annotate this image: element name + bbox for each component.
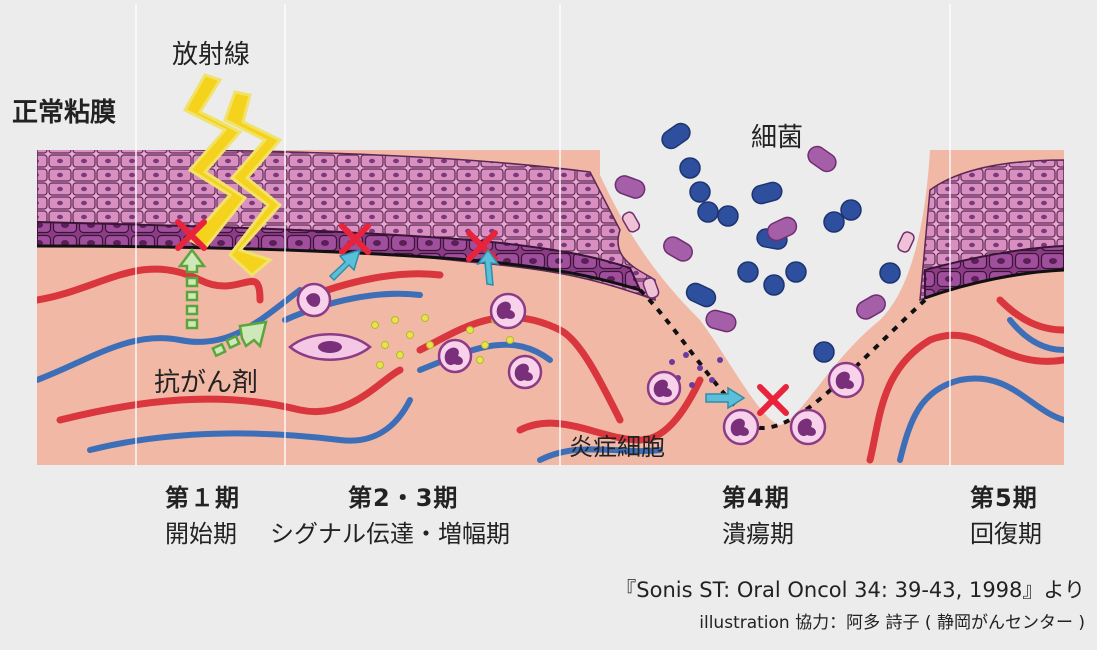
anticancer-drug-label: 抗がん剤: [154, 362, 258, 399]
neutrophil: [648, 372, 680, 404]
stage-2-3-number: 第2・3期: [348, 478, 458, 513]
neutrophil: [829, 363, 863, 397]
citation: 『Sonis ST: Oral Oncol 34: 39-43, 1998』より: [615, 574, 1085, 604]
stage-2-3-name: シグナル伝達・増幅期: [270, 514, 510, 549]
illustration-credit: illustration 協力：阿多 詩子 ( 静岡がんセンター ): [699, 608, 1085, 633]
neutrophil: [491, 294, 525, 328]
stage-5-name: 回復期: [970, 514, 1042, 549]
stage-1-number: 第１期: [165, 478, 240, 513]
neutrophil: [439, 340, 471, 372]
radiation-label: 放射線: [172, 34, 250, 71]
neutrophil: [509, 356, 541, 388]
inflammatory-cells-label: 炎症細胞: [569, 427, 665, 462]
normal-mucosa-label: 正常粘膜: [12, 92, 116, 129]
stage-4-name: 潰瘍期: [722, 514, 794, 549]
neutrophil: [791, 410, 825, 444]
bacteria-label: 細菌: [751, 117, 803, 154]
stage-1-name: 開始期: [165, 514, 237, 549]
neutrophil: [724, 410, 758, 444]
macrophage: [298, 284, 330, 316]
stage-4-number: 第4期: [722, 478, 790, 513]
stage-5-number: 第5期: [970, 478, 1038, 513]
